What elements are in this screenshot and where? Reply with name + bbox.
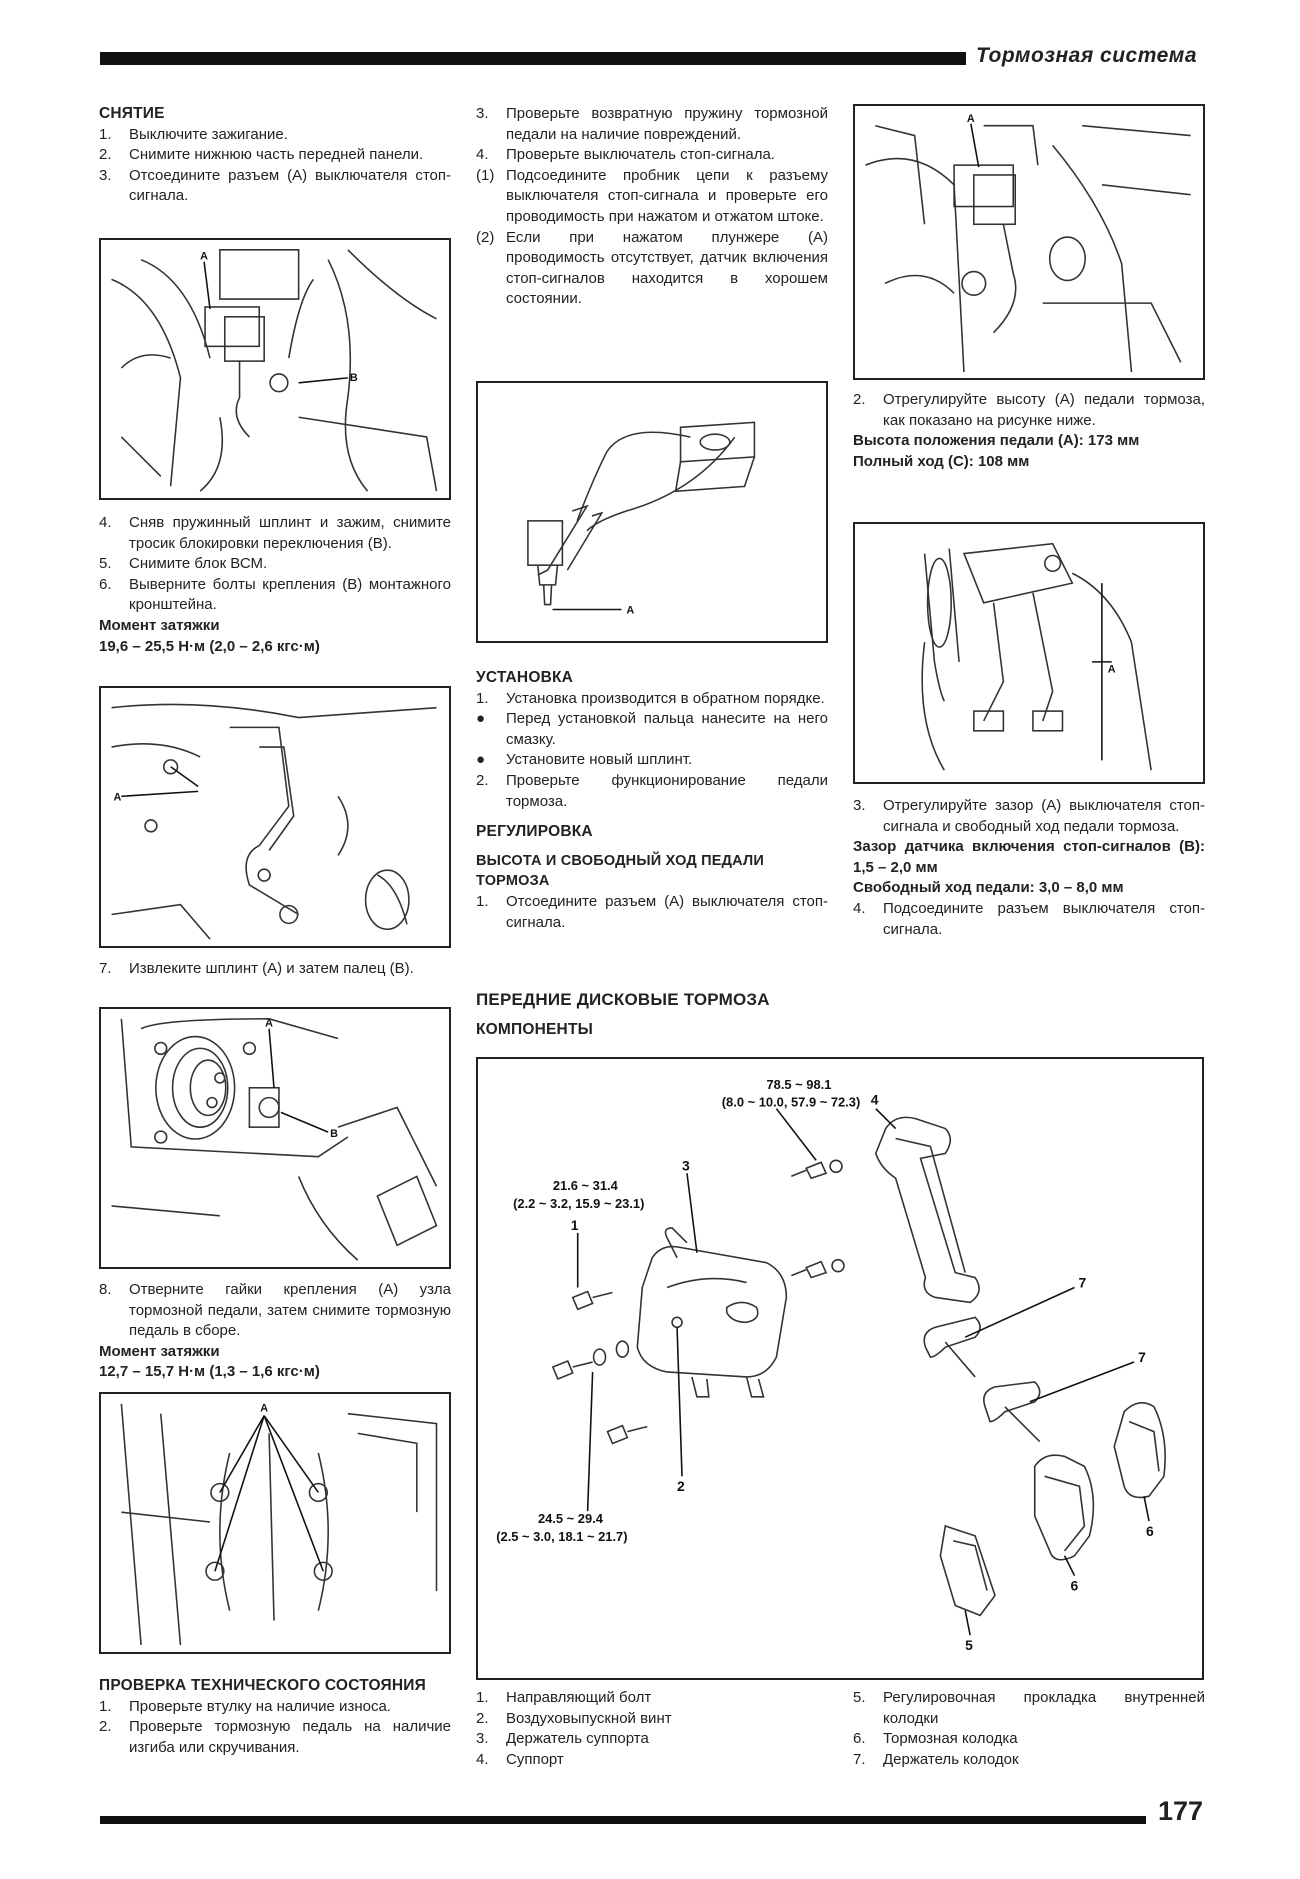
pedal-height-section: 2.Отрегулируйте высоту (А) педали тормоз…: [853, 390, 1205, 472]
list-item: 1.Отсоедините разъем (А) выключателя сто…: [476, 892, 828, 931]
list-item: 3.Отсоедините разъем (А) выключателя сто…: [99, 166, 451, 205]
callout-number: 7: [1138, 1349, 1146, 1365]
steps-4-6: 4.Сняв пружинный шплинт и зажим, снимите…: [99, 513, 451, 657]
page-number: 177: [1158, 1796, 1204, 1826]
legend-item: 6.Тормозная колодка: [853, 1730, 1018, 1748]
callout-label: B: [330, 1128, 338, 1140]
legend-left: 1.Направляющий болт 2.Воздуховыпускной в…: [476, 1688, 821, 1770]
inspection-section: ПРОВЕРКА ТЕХНИЧЕСКОГО СОСТОЯНИЯ 1.Провер…: [99, 1676, 451, 1758]
callout-number: 7: [1078, 1275, 1086, 1291]
switch-check-steps: 3.Проверьте возвратную пружину тормозной…: [476, 104, 828, 310]
torque-callout: 78.5 ~ 98.1: [766, 1077, 831, 1092]
list-item: (2)Если при нажатом плунжере (А) проводи…: [476, 228, 828, 308]
figure-mounting-bracket: A: [99, 686, 451, 948]
legend-item: 1.Направляющий болт: [476, 1689, 652, 1706]
list-item: 2.Отрегулируйте высоту (А) педали тормоз…: [853, 391, 1205, 429]
list-item: 1.Проверьте втулку на наличие износа.: [99, 1697, 391, 1715]
callout-label: A: [1108, 664, 1116, 676]
inspection-heading: ПРОВЕРКА ТЕХНИЧЕСКОГО СОСТОЯНИЯ: [99, 1677, 426, 1694]
adjust-heading: РЕГУЛИРОВКА: [476, 823, 593, 841]
legend-item: 3.Держатель суппорта: [476, 1730, 649, 1748]
list-item: 1.Выключите зажигание.: [99, 125, 288, 143]
torque-value: 19,6 – 25,5 Н·м (2,0 – 2,6 кгс·м): [99, 637, 320, 655]
switch-gap-section: 3.Отрегулируйте зазор (А) выключателя ст…: [853, 796, 1205, 940]
header-rule: [100, 52, 966, 65]
callout-label: A: [114, 791, 122, 803]
callout-number: 2: [677, 1478, 685, 1494]
callout-label: A: [265, 1018, 273, 1030]
components-subheading: КОМПОНЕНТЫ: [476, 1020, 593, 1038]
torque-callout: 21.6 ~ 31.4: [553, 1178, 619, 1193]
front-brakes-heading-block: ПЕРЕДНИЕ ДИСКОВЫЕ ТОРМОЗА КОМПОНЕНТЫ: [476, 990, 1205, 1040]
figure-cotter-pin: A B: [99, 1007, 451, 1269]
callout-number: 3: [682, 1157, 690, 1173]
step-8: 8.Отверните гайки крепления (А) узла тор…: [99, 1280, 451, 1383]
free-travel-spec: Свободный ход педали: 3,0 – 8,0 мм: [853, 879, 1124, 897]
list-item: 4.Подсоедините разъем выключателя стоп-с…: [853, 899, 1205, 938]
torque-callout: 24.5 ~ 29.4: [538, 1511, 604, 1526]
torque-value: 12,7 – 15,7 Н·м (1,3 – 1,6 кгс·м): [99, 1363, 320, 1381]
adjust-subheading: ВЫСОТА И СВОБОДНЫЙ ХОД ПЕДАЛИ ТОРМОЗА: [476, 852, 764, 890]
removal-section: СНЯТИЕ 1.Выключите зажигание. 2.Снимите …: [99, 104, 451, 207]
list-item: 2.Проверьте функционирование педали торм…: [476, 771, 828, 810]
callout-number: 6: [1071, 1578, 1079, 1594]
install-heading: УСТАНОВКА: [476, 669, 574, 686]
figure-pedal-nuts: A: [99, 1392, 451, 1654]
install-section: УСТАНОВКА 1.Установка производится в обр…: [476, 668, 828, 933]
list-item: ●Установите новый шплинт.: [476, 751, 693, 769]
torque-label: Момент затяжки: [99, 616, 220, 634]
legend-item: 2.Воздуховыпускной винт: [476, 1709, 672, 1727]
legend-item: 7.Держатель колодок: [853, 1750, 1019, 1768]
figure-switch-location: A: [853, 104, 1205, 380]
list-item: 7.Извлеките шплинт (А) и затем палец (B)…: [99, 960, 414, 977]
figure-stoplight-switch-connector: A B: [99, 238, 451, 500]
callout-label: A: [200, 251, 208, 263]
legend-right: 5.Регулировочная прокладка внутренней ко…: [853, 1688, 1205, 1770]
callout-label: A: [626, 604, 634, 616]
removal-heading: СНЯТИЕ: [99, 105, 165, 122]
list-item: 2.Снимите нижнюю часть передней панели.: [99, 146, 424, 164]
step-7: 7.Извлеките шплинт (А) и затем палец (B)…: [99, 959, 451, 980]
list-item: 2.Проверьте тормозную педаль на наличие …: [99, 1718, 451, 1756]
legend-item: 4.Суппорт: [476, 1750, 564, 1768]
list-item: (1)Подсоедините пробник цепи к разъему в…: [476, 166, 828, 225]
list-item: 4.Проверьте выключатель стоп-сигнала.: [476, 146, 775, 164]
footer-rule: [100, 1816, 1146, 1824]
list-item: 8.Отверните гайки крепления (А) узла тор…: [99, 1281, 451, 1340]
figure-pedal-assembly: A: [853, 522, 1205, 784]
list-item: ●Перед установкой пальца нанесите на нег…: [476, 710, 828, 748]
front-brakes-heading: ПЕРЕДНИЕ ДИСКОВЫЕ ТОРМОЗА: [476, 990, 770, 1009]
callout-label: A: [967, 113, 975, 125]
callout-label: A: [260, 1403, 268, 1415]
section-title: Тормозная система: [976, 44, 1198, 67]
pedal-travel-spec: Полный ход (С): 108 мм: [853, 452, 1030, 470]
callout-number: 5: [965, 1637, 973, 1653]
list-item: 3.Проверьте возвратную пружину тормозной…: [476, 105, 828, 143]
torque-callout: (2.2 ~ 3.2, 15.9 ~ 23.1): [513, 1196, 644, 1211]
pedal-height-spec: Высота положения педали (А): 173 мм: [853, 432, 1140, 450]
list-item: 4.Сняв пружинный шплинт и зажим, снимите…: [99, 514, 451, 552]
callout-number: 1: [571, 1217, 579, 1233]
list-item: 6.Выверните болты крепления (B) монтажно…: [99, 575, 451, 614]
figure-disc-brake-components: 78.5 ~ 98.1 (8.0 ~ 10.0, 57.9 ~ 72.3) 21…: [476, 1057, 1204, 1680]
legend-item: 5.Регулировочная прокладка внутренней ко…: [853, 1689, 1205, 1727]
callout-number: 4: [871, 1092, 879, 1108]
torque-label: Момент затяжки: [99, 1342, 220, 1360]
list-item: 3.Отрегулируйте зазор (А) выключателя ст…: [853, 797, 1205, 835]
list-item: 5.Снимите блок ВСМ.: [99, 555, 268, 573]
list-item: 1.Установка производится в обратном поря…: [476, 689, 825, 707]
torque-callout: (2.5 ~ 3.0, 18.1 ~ 21.7): [496, 1529, 627, 1544]
callout-label: B: [350, 372, 358, 384]
figure-circuit-tester: A: [476, 381, 828, 643]
callout-number: 6: [1146, 1523, 1154, 1539]
torque-callout: (8.0 ~ 10.0, 57.9 ~ 72.3): [722, 1095, 860, 1110]
switch-gap-spec: Зазор датчика включения стоп-сигналов (В…: [853, 838, 1205, 876]
